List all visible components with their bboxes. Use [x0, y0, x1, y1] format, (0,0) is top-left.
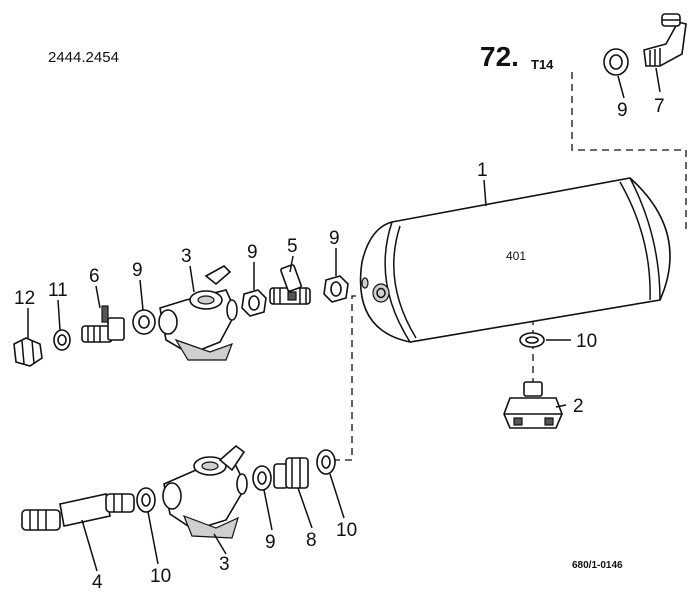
plug-part-12: [13, 337, 43, 367]
callout-4: 4: [92, 572, 103, 593]
callout-9-c: 9: [132, 260, 143, 281]
nut-part-9-a: [132, 309, 156, 335]
valve-body-part-3-upper: [158, 265, 238, 361]
callout-9-top: 9: [617, 100, 628, 121]
nut-part-9-c: [323, 275, 349, 303]
page-suffix: T14: [531, 57, 554, 72]
callout-3-lower: 3: [219, 554, 230, 575]
nut-part-9-b: [241, 289, 267, 317]
washer-part-10-right: [519, 332, 545, 348]
elbow-fitting-part-7: [643, 13, 687, 67]
drain-valve-part-2: [503, 381, 563, 429]
callout-10-lower-left: 10: [150, 566, 171, 587]
callout-6: 6: [89, 266, 100, 287]
washer-part-10-lower-left: [136, 487, 156, 513]
callout-9-b: 9: [329, 228, 340, 249]
callout-10-lower-right: 10: [336, 520, 357, 541]
washer-part-9-lower: [252, 465, 272, 491]
callout-8: 8: [306, 530, 317, 551]
pipe-fitting-part-4: [21, 493, 135, 531]
tank-marking: 401: [506, 249, 526, 263]
callout-5: 5: [287, 236, 298, 257]
callout-9-a: 9: [247, 242, 258, 263]
callout-3-upper: 3: [181, 246, 192, 267]
union-fitting-part-8: [273, 457, 309, 489]
callout-10-right: 10: [576, 331, 597, 352]
air-tank-part-1: [359, 177, 671, 343]
washer-part-9-top: [603, 48, 629, 76]
callout-12: 12: [14, 288, 35, 309]
callout-7: 7: [654, 96, 665, 117]
callout-1: 1: [477, 160, 488, 181]
drawing-number: 680/1-0146: [572, 560, 623, 571]
fitting-part-6: [81, 305, 125, 343]
model-numbers: 2444.2454: [48, 49, 119, 66]
callout-2: 2: [573, 396, 584, 417]
callout-9-lower: 9: [265, 532, 276, 553]
washer-part-10-lower-right: [316, 449, 336, 475]
connection-line-top: [571, 72, 687, 232]
t-connector-part-5: [269, 264, 311, 305]
leader-lines: [27, 67, 661, 572]
page-number: 72.: [480, 41, 519, 72]
valve-body-part-3-lower: [162, 444, 248, 539]
callout-11: 11: [48, 280, 68, 301]
